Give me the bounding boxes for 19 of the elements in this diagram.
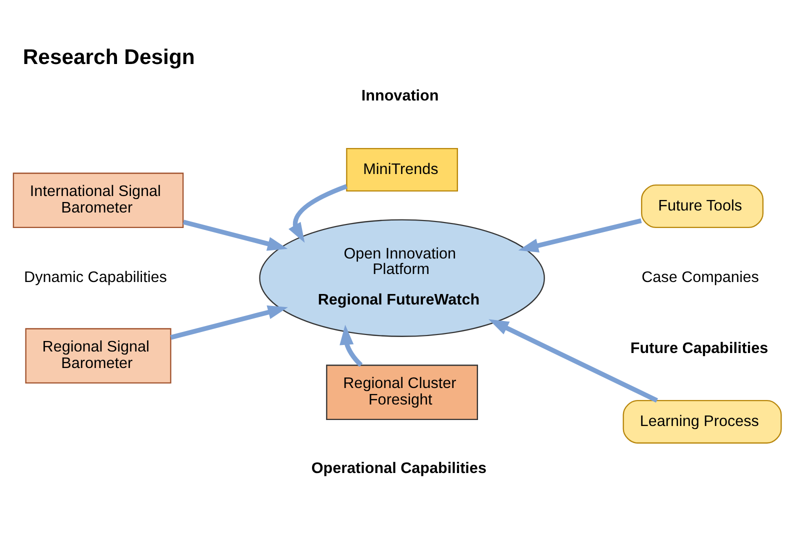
diagram-title: Research Design [22, 46, 195, 70]
node-box: Regional Cluster Foresight [326, 364, 478, 420]
node-box: Learning Process [622, 400, 782, 444]
node-box: MiniTrends [346, 148, 458, 192]
arrow [340, 324, 363, 367]
node-label: Operational Capabilities [311, 460, 486, 477]
arrow [518, 218, 642, 252]
label: Future Capabilities [630, 340, 768, 357]
node-ellipse: Open Innovation Platform Regional FutureWatch [259, 219, 545, 337]
arrow [170, 305, 288, 340]
arrow [488, 319, 658, 403]
arrow [182, 220, 288, 251]
node-box: Regional Signal Barometer [25, 328, 172, 384]
node-label: Innovation [361, 88, 439, 105]
node-box: International Signal Barometer [12, 172, 184, 228]
label: Case Companies [642, 269, 759, 286]
arrow [288, 184, 348, 243]
label: Dynamic Capabilities [24, 269, 167, 286]
node-box: Future Tools [641, 184, 764, 228]
